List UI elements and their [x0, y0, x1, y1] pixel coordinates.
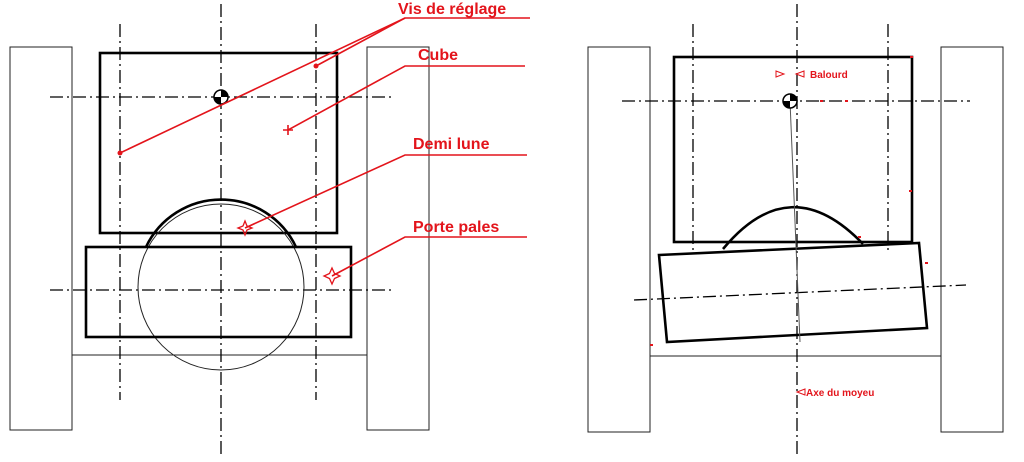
right-blade-holder	[657, 241, 929, 344]
label-hub-axis: Axe du moyeu	[806, 388, 874, 399]
right-view: Balourd Axe du moyeu	[587, 4, 1004, 458]
right-center-of-gravity-icon	[782, 93, 798, 109]
label-unbalance: Balourd	[810, 70, 848, 81]
screw-marker-dot-2	[313, 63, 319, 69]
half-moon-marker-star-icon	[236, 219, 254, 237]
left-leaders	[119, 17, 530, 277]
hub-axis-arrow-icon	[795, 388, 806, 396]
leader-adjusting-screw	[119, 17, 530, 154]
left-markers	[117, 63, 342, 286]
leader-cube	[287, 65, 525, 131]
blade-holder-marker-star-icon	[322, 266, 342, 286]
screw-marker-dot	[117, 150, 123, 156]
right-housing-frame	[587, 46, 1004, 433]
right-cube	[672, 55, 914, 244]
right-red-marks	[650, 56, 928, 346]
label-half-moon: Demi lune	[413, 136, 490, 153]
left-half-moon-circle	[137, 203, 305, 371]
unbalance-arrows-icon	[775, 70, 805, 78]
label-adjusting-screw: Vis de réglage	[398, 1, 506, 18]
leader-blade-holder	[331, 236, 527, 277]
left-housing-frame	[9, 46, 430, 431]
right-horizontal-axis-tilted	[633, 284, 967, 301]
left-half-moon-arc	[144, 198, 298, 248]
left-blade-holder	[84, 245, 353, 339]
label-cube: Cube	[418, 47, 458, 64]
leader-half-moon	[244, 154, 527, 229]
leader-adjusting-screw-2	[315, 17, 406, 67]
cube-marker-cross-icon	[283, 125, 293, 135]
left-cube	[98, 51, 339, 235]
left-center-of-gravity-icon	[213, 89, 229, 105]
right-half-moon-arc	[721, 205, 864, 250]
right-tilt-line	[789, 100, 801, 343]
left-view: Vis de réglage Cube Demi lune Porte pale…	[9, 1, 530, 458]
label-blade-holder: Porte pales	[413, 219, 499, 236]
